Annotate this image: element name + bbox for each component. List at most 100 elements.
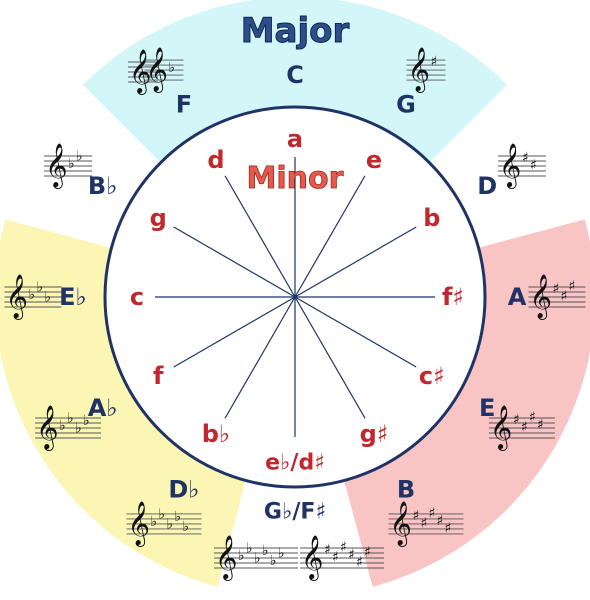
treble-clef-icon: 𝄞	[301, 535, 323, 581]
key-signature: 𝄞♭♭♭♭	[35, 405, 102, 451]
sharp-icon: ♯	[324, 542, 331, 558]
spoke	[294, 296, 366, 419]
sharp-icon: ♯	[429, 505, 436, 521]
sharp-icon: ♯	[521, 420, 528, 436]
spoke	[224, 296, 296, 419]
minor-key-label: c	[130, 283, 144, 311]
flat-icon: ♭	[75, 421, 82, 437]
sharp-icon: ♯	[569, 279, 576, 295]
flat-icon: ♭	[246, 541, 253, 557]
treble-clef-icon: 𝄞	[530, 274, 552, 320]
key-signatures: 𝄞𝄞♯𝄞♯♯𝄞♯♯♯𝄞♯♯♯♯𝄞♯♯♯♯♯𝄞♭♭♭♭♭♭𝄞♯♯♯♯♯♯𝄞♭♭♭♭…	[4, 47, 586, 581]
sharp-icon: ♯	[421, 515, 428, 531]
minor-key-label: a	[287, 125, 303, 153]
key-signature-flats: 𝄞♭♭♭♭♭♭	[214, 535, 298, 581]
sharp-icon: ♯	[413, 508, 420, 524]
key-signature: 𝄞♯	[406, 47, 446, 93]
major-key-label: B	[397, 475, 415, 503]
major-key-label: D♭	[168, 475, 199, 503]
minor-key-label: g♯	[360, 420, 389, 448]
spoke	[173, 296, 296, 368]
flat-icon: ♭	[169, 60, 176, 76]
major-key-label: A♭	[88, 394, 118, 422]
treble-clef-icon: 𝄞	[215, 535, 237, 581]
flat-icon: ♭	[238, 548, 245, 564]
treble-clef-icon: 𝄞	[499, 143, 521, 189]
sharp-icon: ♯	[561, 289, 568, 305]
key-signature: 𝄞♭	[144, 47, 184, 93]
major-title: Major	[241, 11, 350, 51]
flat-icon: ♭	[167, 516, 174, 532]
minor-key-label: c♯	[419, 362, 445, 390]
minor-key-label: b	[423, 204, 440, 232]
spoke	[224, 175, 296, 298]
major-key-label: E♭	[59, 283, 87, 311]
key-signature: 𝄞♯♯♯♯♯	[388, 501, 464, 547]
treble-clef-icon: 𝄞	[490, 405, 512, 451]
key-signature: 𝄞♯♯♯	[528, 274, 586, 320]
spoke	[294, 226, 417, 298]
major-key-label: G♭/F♯	[264, 500, 326, 525]
sharp-icon: ♯	[437, 513, 444, 529]
major-key-label: F	[176, 91, 192, 119]
flat-icon: ♭	[68, 156, 75, 172]
minor-key-label: f♯	[442, 283, 464, 311]
treble-clef-icon: 𝄞	[408, 47, 430, 93]
spoke	[294, 175, 366, 298]
flat-icon: ♭	[151, 514, 158, 530]
flat-icon: ♭	[59, 418, 66, 434]
flat-icon: ♭	[183, 519, 190, 535]
major-key-label: C	[286, 61, 304, 89]
treble-clef-icon: 𝄞	[128, 501, 150, 547]
major-key-label: G	[396, 91, 416, 119]
treble-clef-icon: 𝄞	[390, 501, 412, 547]
treble-clef-icon: 𝄞	[36, 405, 58, 451]
key-signature: 𝄞♯♯	[497, 143, 546, 189]
treble-clef-icon: 𝄞	[45, 143, 67, 189]
major-key-label: E	[479, 394, 495, 422]
sharp-icon: ♯	[348, 547, 355, 563]
flat-icon: ♭	[67, 411, 74, 427]
minor-key-label: d	[207, 146, 224, 174]
key-signature-sharps: 𝄞♯♯♯♯♯♯	[300, 535, 384, 581]
flat-icon: ♭	[254, 551, 261, 567]
major-key-label: D	[477, 172, 497, 200]
key-signature: 𝄞♯♯♯♯	[488, 405, 555, 451]
flat-icon: ♭	[270, 553, 277, 569]
sharp-icon: ♯	[513, 412, 520, 428]
spoke	[294, 296, 417, 368]
sharp-icon: ♯	[530, 158, 537, 174]
flat-icon: ♭	[37, 280, 44, 296]
flat-icon: ♭	[83, 413, 90, 429]
flat-icon: ♭	[45, 290, 52, 306]
sharp-icon: ♯	[340, 540, 347, 556]
sharp-icon: ♯	[332, 550, 339, 566]
sharp-icon: ♯	[522, 150, 529, 166]
flat-icon: ♭	[159, 506, 166, 522]
spokes	[155, 157, 435, 437]
minor-title: Minor	[247, 161, 344, 196]
treble-clef-icon: 𝄞	[6, 274, 28, 320]
minor-key-label: g	[150, 204, 167, 232]
sharp-icon: ♯	[553, 281, 560, 297]
key-signature: 𝄞♭♭♭♭♭	[126, 501, 202, 547]
sharp-icon: ♯	[356, 555, 363, 571]
major-key-label: B♭	[88, 172, 118, 200]
sharp-icon: ♯	[445, 520, 452, 536]
minor-key-label: f	[153, 362, 164, 390]
sharp-icon: ♯	[537, 417, 544, 433]
flat-icon: ♭	[262, 543, 269, 559]
flat-icon: ♭	[76, 149, 83, 165]
key-signature: 𝄞♭♭♭	[4, 274, 62, 320]
flat-icon: ♭	[278, 546, 285, 562]
key-signature: 𝄞♭♭	[44, 143, 93, 189]
flat-icon: ♭	[29, 287, 36, 303]
minor-key-label: e	[366, 146, 382, 174]
major-key-label: A	[508, 283, 527, 311]
minor-key-label: e♭/d♯	[265, 451, 325, 476]
key-circle	[103, 105, 487, 489]
spoke	[173, 226, 296, 298]
